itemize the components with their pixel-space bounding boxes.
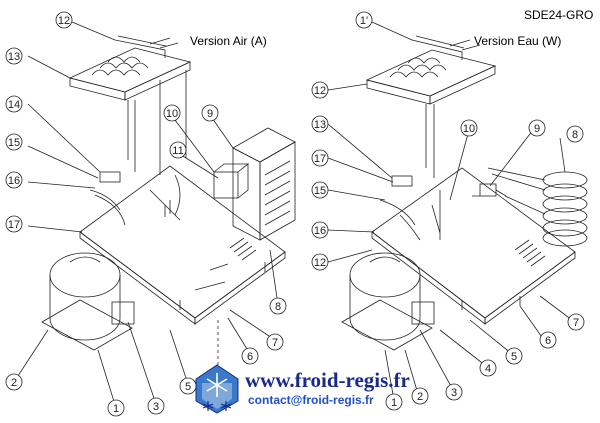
- left-compressor: [49, 252, 121, 298]
- right-compressor: [349, 252, 421, 298]
- callout-left-11: 11: [172, 145, 183, 157]
- left-fan-motor: [213, 171, 239, 199]
- callout-left-12: 12: [58, 15, 70, 27]
- callout-right-17: 17: [314, 153, 326, 165]
- callout-left-17: 17: [8, 219, 20, 231]
- callout-left-9: 9: [207, 108, 213, 120]
- model-reference: SDE24-GRO: [524, 8, 594, 22]
- callout-right-12b: 12: [314, 257, 326, 269]
- email-link[interactable]: contact@froid-regis.fr: [248, 393, 374, 407]
- callout-markers: [5, 11, 585, 417]
- callout-left-14: 14: [8, 99, 20, 111]
- callout-left-2: 2: [11, 377, 17, 389]
- right-base-plate: [371, 167, 576, 319]
- left-base-plate: [79, 165, 286, 319]
- callout-left-1: 1: [113, 403, 119, 415]
- callout-left-13: 13: [8, 51, 20, 63]
- callout-right-10: 10: [463, 123, 475, 135]
- callout-left-5: 5: [185, 381, 191, 393]
- callout-left-6: 6: [247, 351, 253, 363]
- callout-left-16: 16: [8, 175, 20, 187]
- callout-left-8: 8: [275, 301, 281, 313]
- callout-right-13: 13: [314, 119, 326, 131]
- version-water-title: Version Eau (W): [474, 34, 562, 48]
- callout-right-12: 12: [314, 85, 326, 97]
- callout-left-10: 10: [166, 108, 178, 120]
- right-evaporator-tray: [365, 49, 497, 97]
- callout-right-8: 8: [572, 129, 578, 141]
- callout-left-7: 7: [272, 337, 278, 349]
- callout-right-9: 9: [534, 123, 540, 135]
- callout-right-7: 7: [573, 317, 579, 329]
- callout-right-16: 16: [314, 225, 326, 237]
- callout-numbers: 12 13 14 15 16 17 10 9 11 8 7 6 5 3 1 2 …: [8, 15, 579, 415]
- callout-right-3: 3: [451, 387, 457, 399]
- right-water-coil: [542, 171, 588, 247]
- callout-left-15: 15: [8, 137, 20, 149]
- callout-right-2: 2: [417, 391, 423, 403]
- callout-right-6: 6: [545, 335, 551, 347]
- callout-right-15: 15: [314, 185, 326, 197]
- callout-right-1: 1: [391, 397, 397, 409]
- website-link[interactable]: www.froid-regis.fr: [245, 368, 410, 392]
- callout-right-4: 4: [485, 363, 491, 375]
- left-condenser-top: [232, 127, 296, 163]
- callout-right-1prime: 1': [360, 15, 368, 27]
- version-air-title: Version Air (A): [190, 34, 267, 48]
- snowflake-logo-icon: [195, 364, 239, 414]
- callout-left-3: 3: [153, 401, 159, 413]
- callout-right-5: 5: [511, 351, 517, 363]
